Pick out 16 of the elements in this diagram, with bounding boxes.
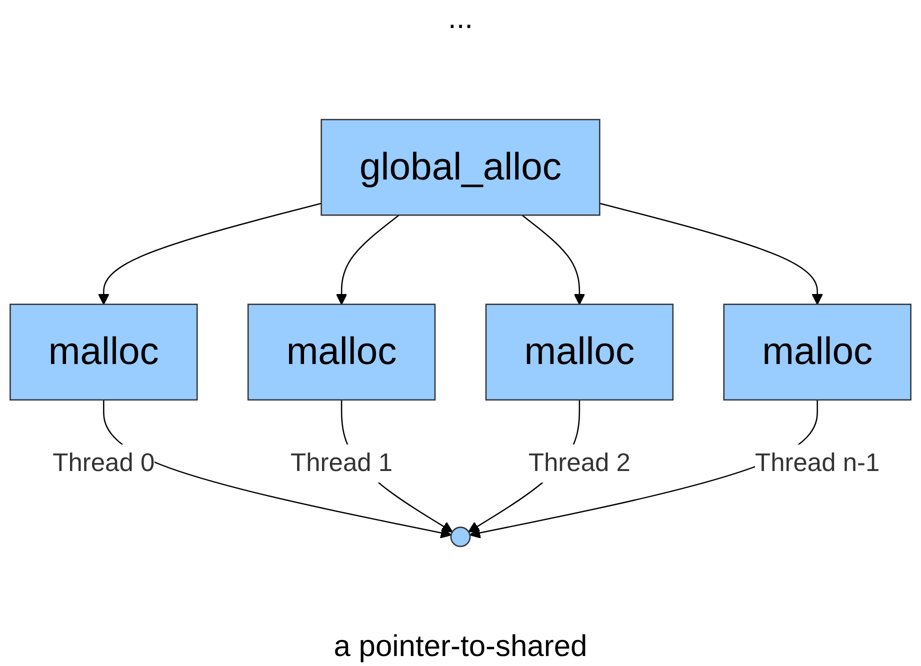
node-box: global_alloc: [320, 118, 600, 216]
arrow: [600, 202, 823, 305]
edge-label: Thread 0: [52, 450, 155, 478]
arrow: [522, 214, 586, 305]
arrow: [98, 202, 322, 305]
ellipsis-label: ...: [448, 2, 473, 36]
node-box: malloc: [247, 304, 436, 401]
node-box: malloc: [485, 304, 674, 401]
edge-label: Thread n-1: [755, 450, 880, 478]
node-circle: [450, 526, 471, 548]
edge-label: Thread 2: [528, 450, 630, 478]
node-box: malloc: [723, 304, 912, 401]
edge-label: Thread 1: [290, 450, 393, 478]
node-box: malloc: [10, 304, 198, 401]
node-caption: a pointer-to-shared: [334, 630, 588, 664]
arrow: [336, 214, 400, 305]
